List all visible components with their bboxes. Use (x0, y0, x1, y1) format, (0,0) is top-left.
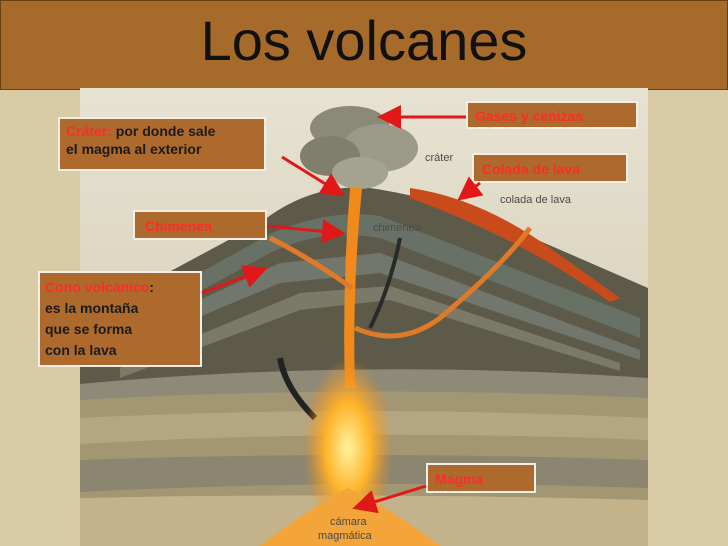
gases-text: Gases y cenizas (475, 108, 584, 124)
magma-text: Magma (435, 471, 484, 487)
crater-desc-1: por donde sale (115, 123, 216, 139)
crater-label: Cráter: por donde sale el magma al exter… (58, 117, 266, 171)
image-label-crater: cráter (425, 152, 454, 164)
image-label-camara-2: magmática (318, 530, 372, 542)
crater-term: Cráter: (66, 123, 112, 139)
cono-term: Cono volcánico (45, 279, 150, 295)
slide-title: Los volcanes (200, 9, 528, 72)
image-label-camara-1: cámara (330, 516, 367, 528)
magma-label: Magma (426, 463, 536, 493)
image-label-chimenea: chimenea (373, 222, 421, 234)
colada-label: Colada de lava (472, 153, 628, 183)
image-label-colada: colada de lava (500, 194, 571, 206)
colada-text: Colada de lava (482, 161, 581, 177)
chimenea-label: Chimenea (133, 210, 267, 240)
cono-line-2: es la montaña (45, 300, 139, 316)
gases-label: Gases y cenizas (466, 101, 638, 129)
cono-line-3: que se forma (45, 321, 133, 337)
crater-desc-2: el magma al exterior (66, 141, 202, 157)
chimenea-text: Chimenea (145, 218, 212, 234)
title-bar (0, 0, 728, 90)
cono-label: Cono volcánico: es la montaña que se for… (38, 271, 202, 367)
cono-colon: : (149, 279, 154, 295)
cono-line-4: con la lava (45, 342, 117, 358)
